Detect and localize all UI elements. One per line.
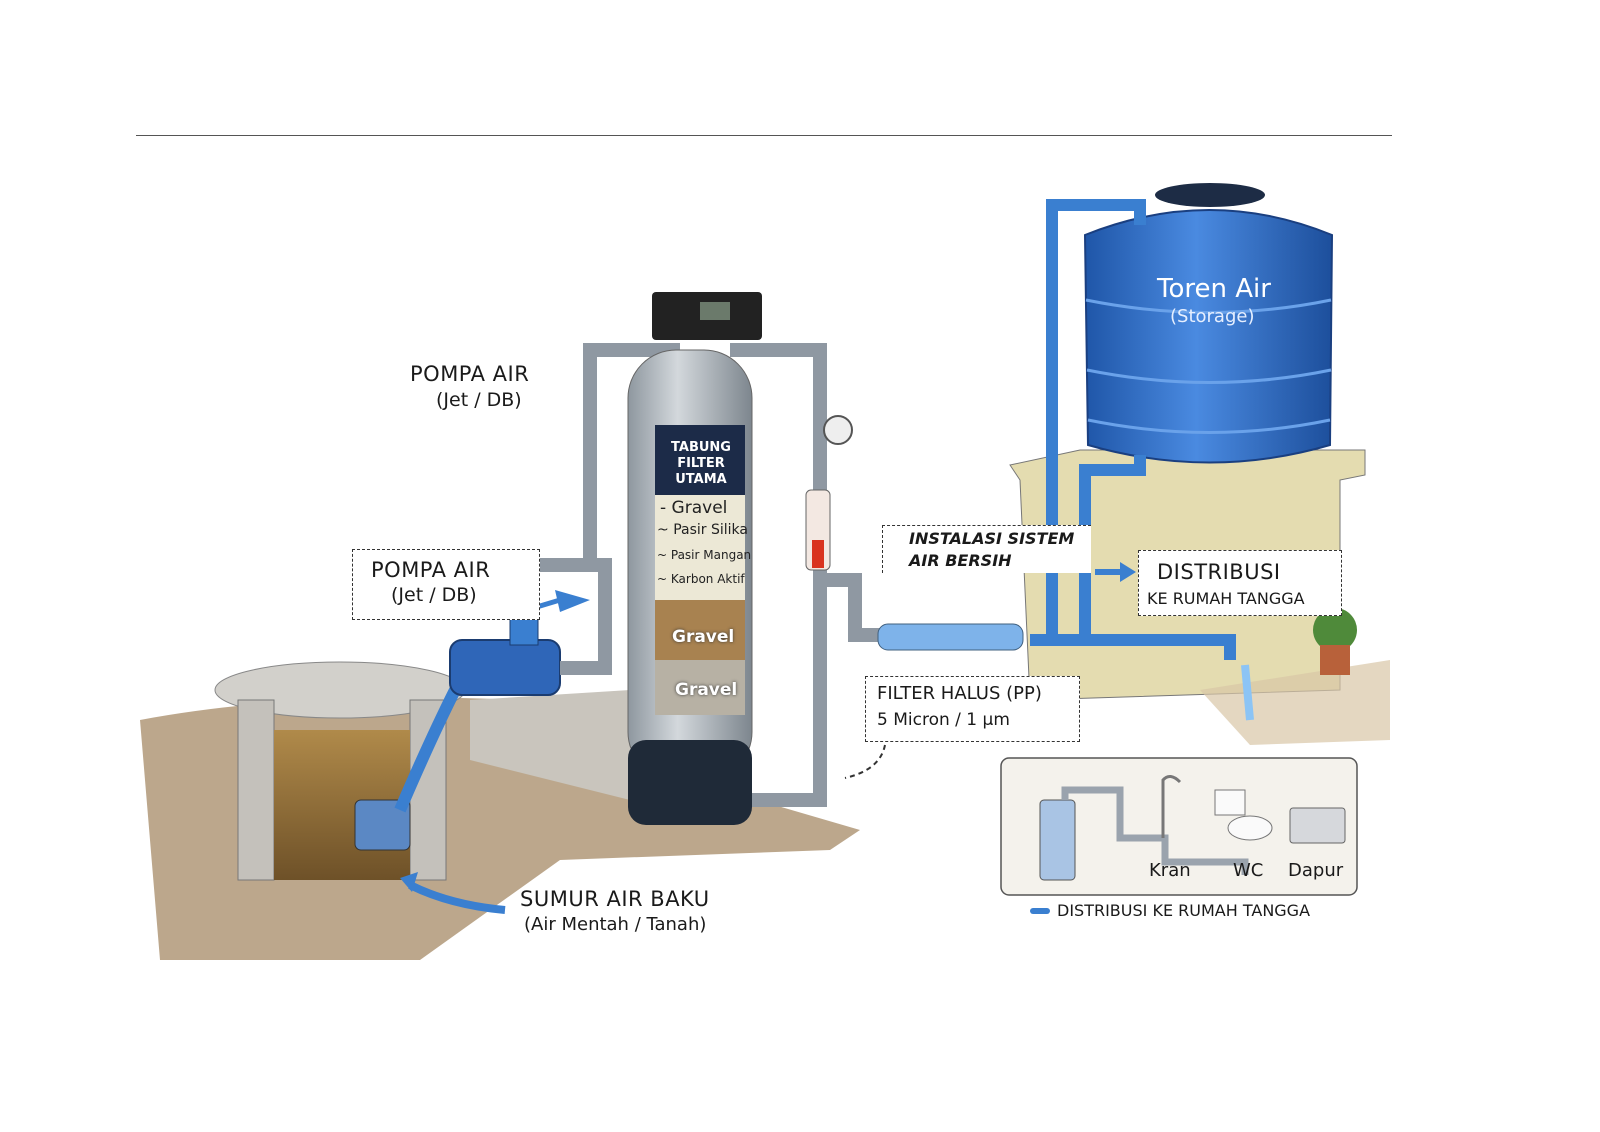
legend-swatch bbox=[1030, 908, 1050, 914]
tank-label-line: UTAMA bbox=[675, 472, 727, 487]
top-divider bbox=[136, 135, 1392, 136]
pump-top-title: POMPA AIR bbox=[410, 362, 530, 386]
tank-label-line: TABUNG bbox=[671, 440, 731, 455]
fine-filter-housing bbox=[877, 623, 1024, 651]
inset-kran-label: Kran bbox=[1149, 860, 1191, 881]
pointer-arrow bbox=[844, 744, 886, 779]
gray-pipes bbox=[540, 343, 885, 807]
media-item: ~ Pasir Silika bbox=[657, 522, 748, 538]
filter-tank bbox=[627, 292, 762, 825]
pressure-gauge-icon bbox=[823, 415, 853, 445]
fine-filter-sub: 5 Micron / 1 µm bbox=[877, 710, 1010, 730]
fine-filter-title: FILTER HALUS (PP) bbox=[877, 683, 1042, 704]
media-item: - Gravel bbox=[660, 498, 728, 518]
fine-filter-callout: FILTER HALUS (PP) 5 Micron / 1 µm bbox=[865, 676, 1080, 742]
install-line-2: AIR BERSIH bbox=[909, 551, 1012, 570]
inset-wc-label: WC bbox=[1233, 860, 1264, 881]
legend-label: DISTRIBUSI KE RUMAH TANGGA bbox=[1057, 901, 1311, 920]
storage-title: Toren Air bbox=[1157, 274, 1271, 304]
storage-sub: (Storage) bbox=[1170, 306, 1255, 327]
tank-label-line: FILTER bbox=[677, 456, 725, 471]
layer-upper-label: Gravel bbox=[672, 627, 735, 647]
well bbox=[214, 661, 466, 881]
install-line-1: INSTALASI SISTEM bbox=[909, 529, 1075, 548]
well-title: SUMUR AIR BAKU bbox=[520, 887, 710, 911]
media-item: ~ Karbon Aktif bbox=[657, 572, 745, 586]
curved-arrow-icon bbox=[408, 881, 506, 914]
media-item: ~ Pasir Mangan bbox=[657, 548, 752, 562]
storage-tank bbox=[1083, 183, 1334, 464]
pump-box-sub: (Jet / DB) bbox=[391, 584, 477, 606]
install-callout: INSTALASI SISTEM AIR BERSIH bbox=[882, 525, 1091, 573]
layer-lower-label: Gravel bbox=[675, 680, 738, 700]
pump-top-sub: (Jet / DB) bbox=[436, 389, 522, 411]
distribution-callout: DISTRIBUSI KE RUMAH TANGGA bbox=[1138, 550, 1342, 616]
dist-title: DISTRIBUSI bbox=[1157, 560, 1281, 584]
dist-sub: KE RUMAH TANGGA bbox=[1147, 589, 1305, 608]
potted-plant bbox=[1313, 608, 1357, 652]
well-sub: (Air Mentah / Tanah) bbox=[524, 914, 707, 935]
water-stream bbox=[1241, 664, 1254, 721]
tank-label: TABUNG FILTER UTAMA bbox=[655, 440, 747, 488]
inset-dapur-label: Dapur bbox=[1288, 860, 1344, 881]
inset-household bbox=[1000, 757, 1358, 896]
pump-box-title: POMPA AIR bbox=[371, 558, 491, 582]
pump-callout: POMPA AIR (Jet / DB) bbox=[352, 549, 540, 620]
